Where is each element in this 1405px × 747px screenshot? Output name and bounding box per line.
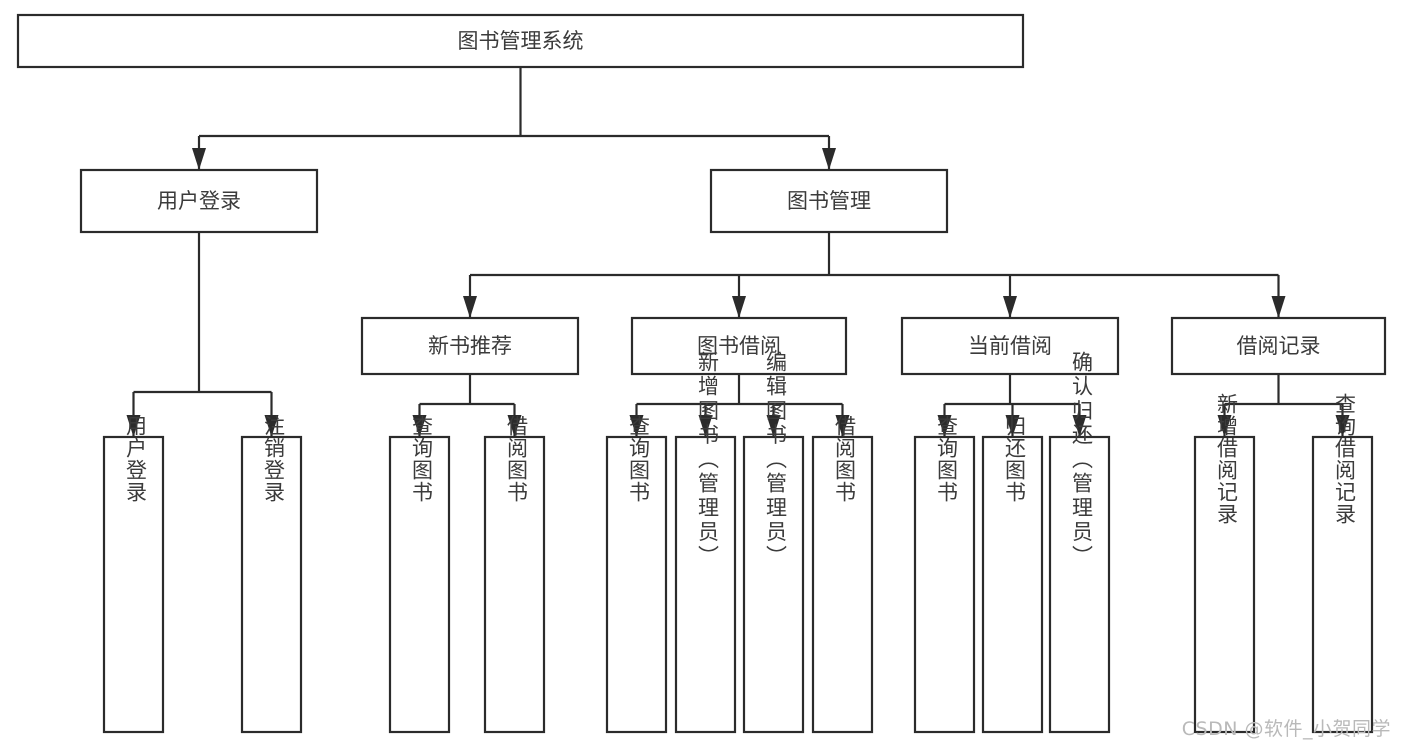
arrow-head-icon — [1003, 296, 1017, 318]
arrow-head-icon — [1005, 415, 1020, 437]
connector-layer — [126, 67, 1350, 437]
node-label-leaf-query-book-2: 查询图书 — [627, 415, 651, 503]
node-box-leaf-user-login[interactable] — [102, 435, 165, 734]
arrow-head-icon — [412, 415, 427, 437]
node-leaf-query-book-3[interactable]: 查询图书 — [913, 415, 976, 734]
arrow-head-icon — [732, 296, 746, 318]
node-label-borrow: 图书借阅 — [697, 334, 781, 358]
arrow-head-icon — [698, 415, 713, 437]
node-box-leaf-user-logout[interactable] — [240, 435, 303, 734]
node-box-root[interactable] — [16, 13, 1025, 69]
arrow-head-icon — [507, 415, 522, 437]
node-label-leaf-add-record: 新增借阅记录 — [1215, 393, 1239, 525]
node-leaf-add-record[interactable]: 新增借阅记录 — [1193, 393, 1256, 734]
arrow-head-icon — [1271, 296, 1286, 318]
node-label-leaf-return-book: 归还图书 — [1003, 415, 1027, 503]
node-current[interactable]: 当前借阅 — [900, 316, 1120, 376]
node-box-leaf-add-book[interactable] — [674, 435, 737, 734]
arrow-head-icon — [937, 415, 952, 437]
node-box-leaf-query-book-3[interactable] — [913, 435, 976, 734]
node-login[interactable]: 用户登录 — [79, 168, 319, 234]
node-box-leaf-confirm-return[interactable] — [1048, 435, 1111, 734]
node-label-leaf-query-book-1: 查询图书 — [410, 415, 434, 503]
arrow-head-icon — [766, 415, 781, 437]
node-box-records[interactable] — [1170, 316, 1387, 376]
node-leaf-add-book[interactable]: 新增图书（管理员） — [674, 351, 737, 734]
node-leaf-confirm-return[interactable]: 确认归还（管理员） — [1048, 351, 1111, 734]
node-box-login[interactable] — [79, 168, 319, 234]
node-records[interactable]: 借阅记录 — [1170, 316, 1387, 376]
node-borrow[interactable]: 图书借阅 — [630, 316, 848, 376]
node-label-leaf-query-book-3: 查询图书 — [935, 415, 959, 503]
node-box-leaf-return-book[interactable] — [981, 435, 1044, 734]
node-box-leaf-query-book-2[interactable] — [605, 435, 668, 734]
node-box-leaf-borrow-book-1[interactable] — [483, 435, 546, 734]
arrow-head-icon — [822, 148, 836, 170]
arrow-head-icon — [463, 296, 477, 318]
node-label-newbook: 新书推荐 — [428, 334, 512, 358]
node-newbook[interactable]: 新书推荐 — [360, 316, 580, 376]
node-leaf-query-record[interactable]: 查询借阅记录 — [1311, 393, 1374, 734]
arrow-head-icon — [264, 415, 279, 437]
node-leaf-return-book[interactable]: 归还图书 — [981, 415, 1044, 734]
node-label-login: 用户登录 — [157, 189, 241, 213]
node-box-leaf-borrow-book-2[interactable] — [811, 435, 874, 734]
node-leaf-borrow-book-1[interactable]: 借阅图书 — [483, 415, 546, 734]
node-leaf-user-login[interactable]: 用户登录 — [102, 415, 165, 734]
node-label-leaf-user-logout: 注销登录 — [262, 415, 286, 503]
arrow-head-icon — [192, 148, 206, 170]
node-label-leaf-add-book: 新增图书（管理员） — [696, 351, 720, 567]
node-label-leaf-user-login: 用户登录 — [124, 415, 148, 503]
node-leaf-query-book-1[interactable]: 查询图书 — [388, 415, 451, 734]
node-label-root: 图书管理系统 — [458, 29, 584, 53]
node-root[interactable]: 图书管理系统 — [16, 13, 1025, 69]
node-label-records: 借阅记录 — [1237, 334, 1321, 358]
node-label-leaf-borrow-book-2: 借阅图书 — [833, 415, 857, 503]
arrow-head-icon — [1335, 415, 1350, 437]
node-label-leaf-edit-book: 编辑图书（管理员） — [764, 351, 788, 567]
node-layer: 图书管理系统用户登录图书管理新书推荐图书借阅当前借阅借阅记录用户登录注销登录查询… — [16, 13, 1387, 734]
arrow-head-icon — [1072, 415, 1087, 437]
node-label-current: 当前借阅 — [968, 334, 1052, 358]
node-bookmgmt[interactable]: 图书管理 — [709, 168, 949, 234]
node-leaf-edit-book[interactable]: 编辑图书（管理员） — [742, 351, 805, 734]
node-box-leaf-query-book-1[interactable] — [388, 435, 451, 734]
arrow-head-icon — [126, 415, 141, 437]
arrow-head-icon — [629, 415, 644, 437]
arrow-head-icon — [835, 415, 850, 437]
node-leaf-user-logout[interactable]: 注销登录 — [240, 415, 303, 734]
node-label-leaf-borrow-book-1: 借阅图书 — [505, 415, 529, 503]
node-box-bookmgmt[interactable] — [709, 168, 949, 234]
node-leaf-query-book-2[interactable]: 查询图书 — [605, 415, 668, 734]
node-box-borrow[interactable] — [630, 316, 848, 376]
node-box-leaf-add-record[interactable] — [1193, 435, 1256, 734]
node-label-leaf-confirm-return: 确认归还（管理员） — [1070, 351, 1094, 567]
node-box-leaf-query-record[interactable] — [1311, 435, 1374, 734]
node-box-newbook[interactable] — [360, 316, 580, 376]
node-box-current[interactable] — [900, 316, 1120, 376]
node-label-bookmgmt: 图书管理 — [787, 189, 871, 213]
node-label-leaf-query-record: 查询借阅记录 — [1333, 393, 1357, 525]
arrow-head-icon — [1217, 415, 1232, 437]
node-box-leaf-edit-book[interactable] — [742, 435, 805, 734]
node-leaf-borrow-book-2[interactable]: 借阅图书 — [811, 415, 874, 734]
